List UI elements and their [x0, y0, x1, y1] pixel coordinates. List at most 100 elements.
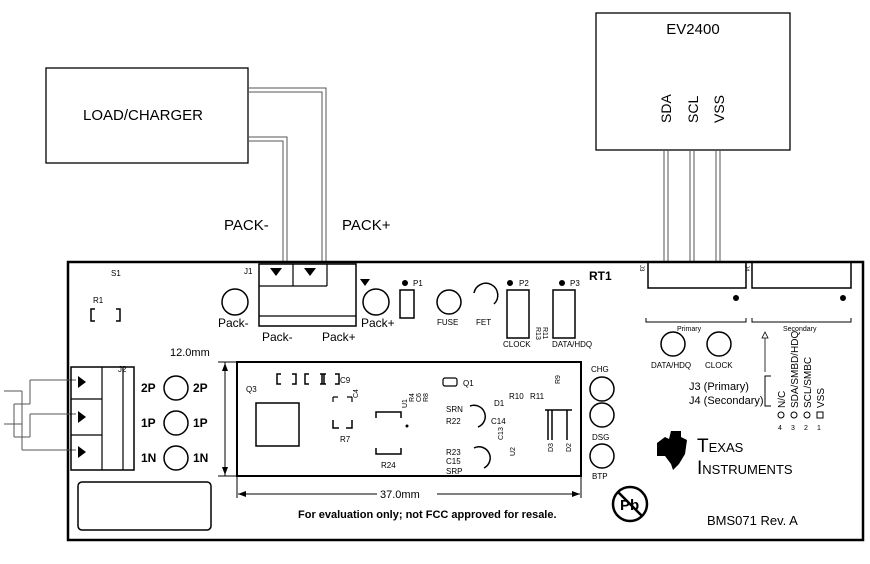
pin-number-4: 4	[778, 425, 782, 432]
j4-header	[751, 261, 852, 289]
board-outline	[66, 260, 865, 542]
c6-label: C6	[416, 393, 423, 402]
r8-label: R8	[423, 393, 430, 402]
q3-footprint	[255, 402, 300, 447]
r1-footprint	[90, 308, 121, 322]
j2-label-1p-a: 1P	[141, 416, 156, 430]
tp-2p	[163, 375, 189, 401]
j2-label-2p-a: 2P	[141, 381, 156, 395]
c14-label: C14	[491, 417, 506, 426]
dsg-label: DSG	[592, 433, 609, 442]
chg-label: CHG	[591, 365, 609, 374]
bottom-left-pad	[77, 481, 212, 531]
r9-label: R9	[555, 375, 562, 384]
pack-minus-label: Pack-	[218, 316, 249, 330]
battery-leads	[4, 379, 76, 451]
pb-free-symbol	[611, 485, 649, 523]
r4-label: R4	[409, 393, 416, 402]
primary-clock-testpoint	[706, 331, 732, 357]
secondary-label: Secondary	[783, 326, 817, 333]
pack-plus-wire-label: PACK+	[342, 217, 391, 234]
btp-testpoint	[589, 443, 615, 469]
disclaimer-text: For evaluation only; not FCC approved fo…	[298, 509, 557, 521]
s1-label: S1	[111, 269, 121, 278]
r22-label: R22	[446, 417, 461, 426]
pin-name-nc: N/C	[777, 391, 788, 408]
pack-wires	[248, 87, 327, 262]
srp-testpoint	[473, 446, 491, 469]
r10-label: R10	[509, 392, 524, 401]
pack-minus-wire-label: PACK-	[224, 217, 269, 234]
revision-label: BMS071 Rev. A	[707, 513, 798, 528]
p1-header	[399, 289, 415, 319]
rt1-label: RT1	[589, 269, 612, 283]
j1-pin1-marker	[270, 268, 282, 276]
clock-label: CLOCK	[503, 340, 531, 349]
primary-data-hdq-testpoint	[660, 331, 686, 357]
btp-label: BTP	[592, 472, 608, 481]
tp-1n	[163, 445, 189, 471]
srn-testpoint	[469, 404, 486, 428]
j1-pack-plus-label: Pack+	[322, 330, 356, 344]
j2-pin-marker-1n	[78, 446, 86, 458]
ev2400-pin-scl: SCL	[685, 96, 701, 123]
d1-label: D1	[494, 399, 505, 408]
ev2400-pin-sda: SDA	[658, 94, 674, 123]
fet-label: FET	[476, 318, 491, 327]
d3-d2-footprint	[545, 409, 572, 440]
srp-label: SRP	[446, 467, 462, 476]
tp-1p	[163, 410, 189, 436]
load-charger-title: LOAD/CHARGER	[83, 107, 203, 124]
r11-label: R11	[530, 392, 545, 401]
c15-label: C15	[446, 457, 461, 466]
pin-name-vss: VSS	[816, 388, 827, 408]
u1-label: U1	[402, 399, 409, 408]
load-charger-box	[45, 67, 249, 164]
pack-plus-testpoint	[362, 288, 390, 316]
pin-legend-bracket	[764, 375, 771, 407]
pack-plus-label: Pack+	[361, 316, 395, 330]
d3-label: D3	[548, 443, 555, 452]
ti-logo-icon	[657, 431, 687, 470]
j4-secondary-label: J4 (Secondary)	[689, 395, 764, 407]
d2-label: D2	[566, 443, 573, 452]
data-hdq-label: DATA/HDQ	[552, 340, 592, 349]
j1-pin2-marker	[304, 268, 316, 276]
fuse-label: FUSE	[437, 318, 458, 327]
p2-label: P2	[519, 279, 529, 288]
j1-label: J1	[244, 267, 253, 276]
dim-height-label: 12.0mm	[170, 347, 210, 359]
j1-orientation-marker	[360, 279, 370, 286]
j3-label: J3	[638, 265, 644, 272]
c4-label: C4	[353, 389, 360, 398]
pack-minus-testpoint	[221, 288, 249, 316]
j1-connector	[258, 263, 357, 327]
j2-label-2p-b: 2P	[193, 381, 208, 395]
j3-header	[647, 261, 747, 289]
p3-header	[552, 289, 576, 339]
pin-name-scl: SCL/SMBC	[803, 357, 814, 408]
r24-label: R24	[381, 461, 396, 470]
ev2400-box	[595, 12, 791, 151]
j2-label-1p-b: 1P	[193, 416, 208, 430]
r23-label: R23	[446, 448, 461, 457]
r7-footprint	[332, 420, 353, 429]
r1-label: R1	[93, 296, 104, 305]
j1-pack-minus-label: Pack-	[262, 330, 293, 344]
j2-pin-marker-1p	[78, 411, 86, 423]
q3-label: Q3	[246, 385, 257, 394]
j3-primary-label: J3 (Primary)	[689, 381, 749, 393]
fuse-testpoint	[436, 289, 462, 315]
p3-label: P3	[570, 279, 580, 288]
r24-footprint	[375, 411, 402, 455]
pin-number-1: 1	[817, 425, 821, 432]
c13-label: C13	[498, 427, 505, 440]
primary-clock-label: CLOCK	[705, 361, 733, 370]
pin-number-2: 2	[804, 425, 808, 432]
dsg-testpoint	[589, 402, 615, 428]
ti-line2: Instruments	[697, 458, 793, 479]
c9-label: C9	[340, 376, 351, 385]
j2-label-1n-b: 1N	[193, 451, 208, 465]
j2-label-1n-a: 1N	[141, 451, 156, 465]
u2-label: U2	[510, 447, 517, 456]
